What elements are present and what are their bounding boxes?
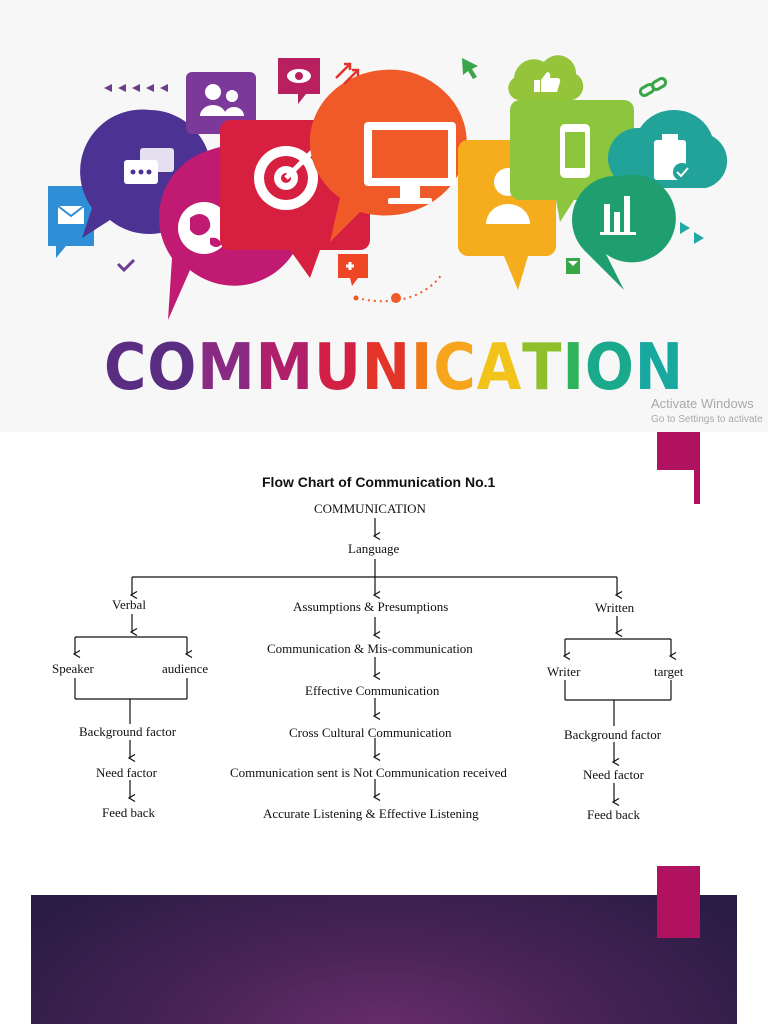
- node-right-feedback: Feed back: [587, 807, 641, 822]
- node-effective: Effective Communication: [305, 683, 440, 698]
- users-icon: [186, 72, 256, 134]
- monitor-icon: [309, 69, 467, 242]
- node-left-feedback: Feed back: [102, 805, 156, 820]
- watermark-line1: Activate Windows: [651, 396, 754, 411]
- node-listening: Accurate Listening & Effective Listening: [263, 806, 479, 821]
- node-cross-cultural: Cross Cultural Communication: [289, 725, 452, 740]
- download-icon: [566, 258, 580, 274]
- heading-letter: C: [433, 331, 477, 405]
- node-assumptions: Assumptions & Presumptions: [293, 599, 449, 614]
- heading-letter: N: [361, 331, 411, 405]
- flowchart-slide: Flow Chart of Communication No.1 COMMUNI…: [0, 432, 768, 892]
- eye-icon: [278, 58, 320, 104]
- heading-letter: U: [313, 331, 362, 405]
- node-written: Written: [595, 600, 635, 615]
- accent-tab-top: [657, 432, 700, 470]
- activate-windows-watermark: Activate Windows Go to Settings to activ…: [651, 397, 763, 425]
- dark-slide: [31, 895, 737, 1024]
- heading-letter: A: [476, 331, 523, 405]
- heading-letter: N: [634, 331, 685, 405]
- thumbs-up-icon: [508, 55, 584, 100]
- heading-letter: T: [522, 331, 563, 405]
- node-communication: COMMUNICATION: [314, 501, 426, 516]
- heading-letter: O: [147, 331, 198, 405]
- link-icon: [638, 77, 668, 97]
- heading-letter: I: [410, 331, 434, 405]
- dotted-connector: [353, 273, 443, 303]
- bar-chart-icon: [572, 174, 676, 290]
- flowchart-connectors: [0, 518, 768, 892]
- node-verbal: Verbal: [112, 597, 146, 612]
- heading-letter: I: [562, 331, 585, 405]
- watermark-line2: Go to Settings to activate: [651, 414, 763, 425]
- node-sent-received: Communication sent is Not Communication …: [230, 765, 507, 780]
- accent-tab-stem: [694, 470, 700, 504]
- communication-heading: COMMUNICATION: [104, 331, 683, 405]
- double-arrow-icon: [335, 62, 360, 85]
- heading-letter: M: [255, 331, 314, 405]
- check-icon: [116, 258, 136, 273]
- decorative-arrows: [104, 84, 168, 92]
- heading-letter: M: [197, 331, 256, 405]
- node-target: target: [654, 664, 684, 679]
- small-chat-icon: [338, 254, 368, 286]
- accent-tab-bottom: [657, 866, 700, 938]
- flowchart: Flow Chart of Communication No.1 COMMUNI…: [0, 432, 768, 892]
- node-language: Language: [348, 541, 400, 556]
- node-audience: audience: [162, 661, 209, 676]
- flowchart-title: Flow Chart of Communication No.1: [262, 474, 496, 490]
- heading-letter: C: [104, 331, 148, 405]
- node-writer: Writer: [547, 664, 581, 679]
- cursor-icon: [462, 58, 478, 79]
- communication-banner-slide: COMMUNICATION Activate Windows Go to Set…: [0, 0, 768, 432]
- clipboard-check-icon: [607, 109, 728, 188]
- node-miscommunication: Communication & Mis-communication: [267, 641, 473, 656]
- node-left-need: Need factor: [96, 765, 157, 780]
- node-right-background: Background factor: [564, 727, 662, 742]
- node-speaker: Speaker: [52, 661, 94, 676]
- heading-letter: O: [584, 331, 635, 405]
- right-arrow-icon: [258, 261, 274, 275]
- mail-icon: [48, 186, 94, 258]
- decorative-triangles: [680, 222, 704, 244]
- speech-bubbles-illustration: [48, 55, 728, 320]
- node-right-need: Need factor: [583, 767, 644, 782]
- node-left-background: Background factor: [79, 724, 177, 739]
